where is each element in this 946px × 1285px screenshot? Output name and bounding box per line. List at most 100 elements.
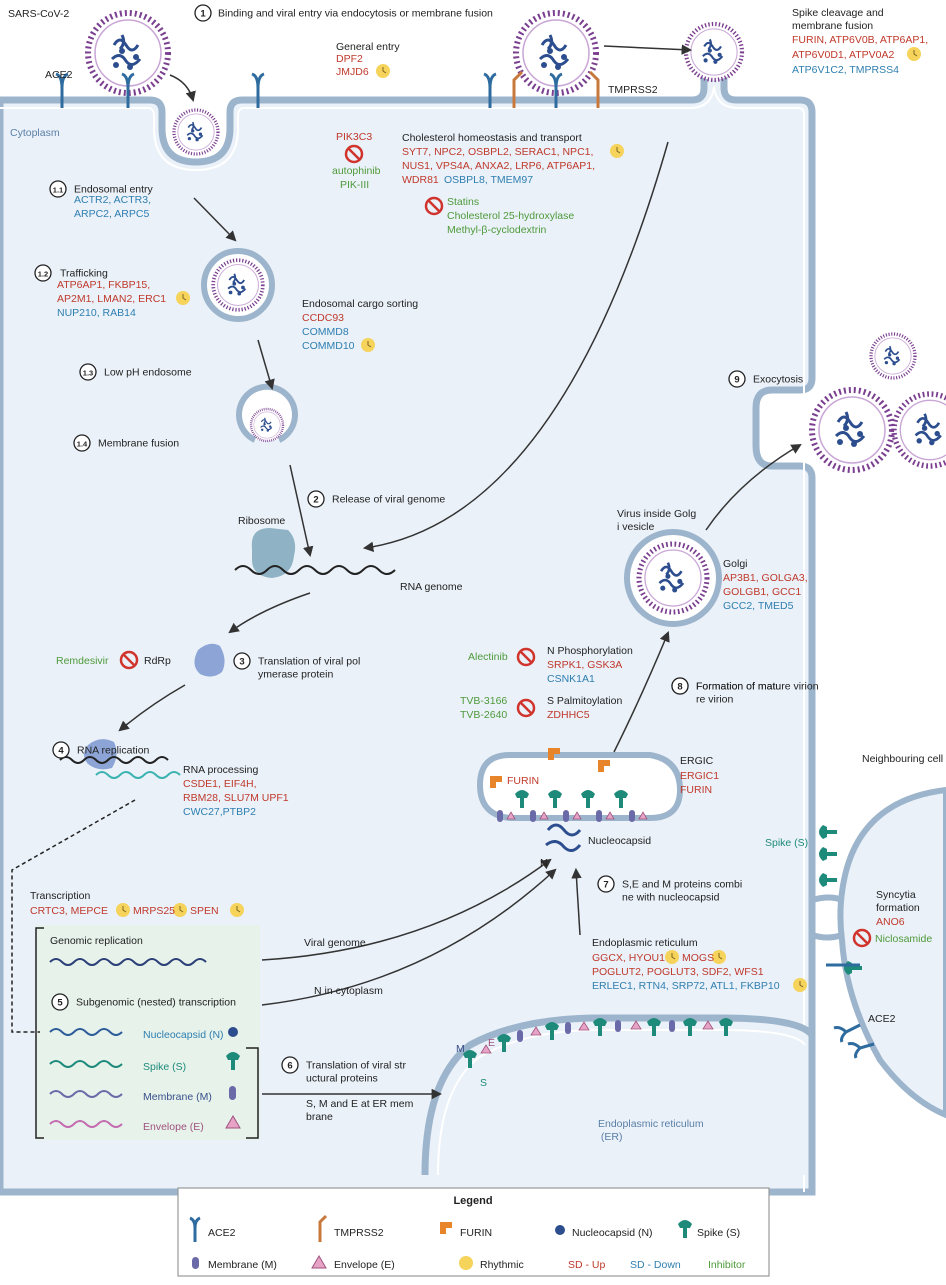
labels-sars_cov2: SARS-CoV-2 (8, 8, 69, 20)
groups-rna_processing-down1: CWC27,PTBP2 (183, 806, 256, 818)
furin-icons (490, 748, 610, 788)
groups-n_phos-inh: Alectinib (468, 651, 508, 663)
legend-membrane: Membrane (M) (208, 1259, 277, 1271)
groups-cholesterol-down3: OSBPL8, TMEM97 (444, 174, 533, 186)
groups-rna_processing-up2: RBM28, SLU7M UPF1 (183, 792, 289, 804)
green-box-item-label: Spike (S) (143, 1061, 186, 1073)
transcription-box-bracket (35, 927, 44, 1139)
neighbour-spike-3 (819, 873, 837, 887)
legend-envelope: Envelope (E) (334, 1259, 395, 1271)
rna-replication-strand (59, 756, 169, 764)
groups-golgi-down1: GCC2, TMED5 (723, 600, 794, 612)
groups-n_phos-down1: CSNK1A1 (547, 673, 595, 685)
rhythmic-markers (116, 47, 921, 992)
step-badge (52, 741, 70, 759)
nucleocapsid-icon (228, 1027, 238, 1037)
step-badge (79, 363, 97, 381)
groups-endosomal_entry-down2: ARPC2, ARPC5 (74, 208, 149, 220)
rna-replication-polymerase (84, 739, 117, 770)
neighbouring-cell (837, 786, 946, 1119)
text-layer: SARS-CoV-2ACE2CytoplasmTMPRSS2RibosomeRN… (8, 4, 943, 1271)
ribosome-icon (251, 528, 296, 578)
groups-syncytia-title2: formation (876, 902, 920, 914)
legend-box (177, 1187, 770, 1277)
step-badge (73, 434, 91, 452)
n-strand (49, 1028, 123, 1036)
er-surface-proteins (463, 1018, 733, 1068)
legend-furin: FURIN (460, 1227, 492, 1239)
groups-n_phos-up1: SRPK1, GSK3A (547, 659, 622, 671)
groups-general_entry-up1: DPF2 (336, 53, 363, 65)
labels-n_in_cytoplasm: N in cytoplasm (314, 985, 383, 997)
step-badge (49, 180, 67, 198)
groups-er-up3: POGLUT2, POGLUT3, SDF2, WFS1 (592, 966, 764, 978)
ergic-vesicle (476, 752, 684, 821)
step-badge (281, 1056, 299, 1074)
groups-cholesterol-up3: WDR81 (402, 174, 439, 186)
groups-ergic-up1: ERGIC1 (680, 770, 719, 782)
er-membrane (421, 1014, 816, 1176)
step-number: 5 (57, 998, 63, 1009)
groups-spike_cleavage-title2: membrane fusion (792, 20, 873, 32)
legend-nucleocapsid: Nucleocapsid (N) (572, 1227, 653, 1239)
labels-viral_genome: Viral genome (304, 937, 366, 949)
groups-trafficking-up1: ATP6AP1, FKBP15, (57, 279, 150, 291)
labels-n_letter: N (540, 857, 548, 869)
groups-s_palm-inh2: TVB-2640 (460, 709, 507, 721)
cell-fusion-bridge (811, 894, 844, 941)
step-number: 9 (734, 375, 739, 386)
legend-icons (189, 1214, 692, 1270)
dashed-connector (11, 799, 136, 1033)
groups-transcription-title: Transcription (30, 890, 90, 902)
groups-cargo-up1: CCDC93 (302, 312, 344, 324)
green_box-genomic: Genomic replication (50, 935, 143, 947)
neighbour-spike-1 (819, 825, 837, 839)
step-s1_3-text: Low pH endosome (104, 367, 192, 379)
labels-s_letter: S (480, 1077, 487, 1089)
groups-rna_processing-title: RNA processing (183, 764, 258, 776)
host-cell-membrane (0, 72, 816, 1196)
pathway-arrows (118, 44, 802, 1100)
step-number: 7 (603, 880, 608, 891)
virion-fusing (686, 24, 742, 80)
step-number: 8 (677, 682, 682, 693)
green-box-item-label: Envelope (E) (143, 1121, 204, 1133)
step-badge (34, 264, 52, 282)
step-number: 1.3 (83, 369, 93, 378)
labels-ribosome: Ribosome (238, 515, 285, 527)
membrane-protein-icon (229, 1086, 236, 1100)
groups-s_palm-inh1: TVB-3166 (460, 695, 507, 707)
rdrp-polymerase-icon (194, 643, 225, 677)
ergic-proteins (497, 790, 648, 822)
groups-cholesterol-up1: SYT7, NPC2, OSBPL2, SERAC1, NPC1, (402, 146, 593, 158)
neighbour-ace2 (826, 963, 875, 1059)
step-s1-text: Binding and viral entry via endocytosis … (218, 8, 493, 20)
step-s1_2-text: Trafficking (60, 268, 108, 280)
groups-cholesterol-inh3: Methyl-β-cyclodextrin (447, 224, 547, 236)
legend-sd_up: SD - Up (568, 1259, 606, 1271)
labels-ace2_top: ACE2 (45, 69, 73, 81)
groups-trafficking-down1: NUP210, RAB14 (57, 307, 136, 319)
subgenomic-bracket (246, 1047, 259, 1139)
step-number: 1.2 (38, 270, 48, 279)
groups-transcription-up2: MRPS25 (133, 905, 175, 917)
ace2-receptors (55, 72, 563, 108)
step-s5-text: Subgenomic (nested) transcription (76, 997, 236, 1009)
legend-sd_down: SD - Down (630, 1259, 681, 1271)
legend-tmprss2: TMPRSS2 (334, 1227, 384, 1239)
groups-cholesterol-inh2: Cholesterol 25-hydroxylase (447, 210, 574, 222)
groups-s_palm-up1: ZDHHC5 (547, 709, 590, 721)
labels-m_letter: M (456, 1043, 465, 1055)
er-membrane-inner (437, 1029, 806, 1176)
step-s1_4-text: Membrane fusion (98, 438, 179, 450)
step-badge (194, 4, 212, 22)
groups-er-up1: GGCX, HYOU1 (592, 952, 665, 964)
step-badge (307, 490, 325, 508)
groups-cholesterol-title: Cholesterol homeostasis and transport (402, 132, 582, 144)
labels-furin_ergic: FURIN (507, 775, 539, 787)
legend-rhythmic: Rhythmic (480, 1259, 524, 1271)
